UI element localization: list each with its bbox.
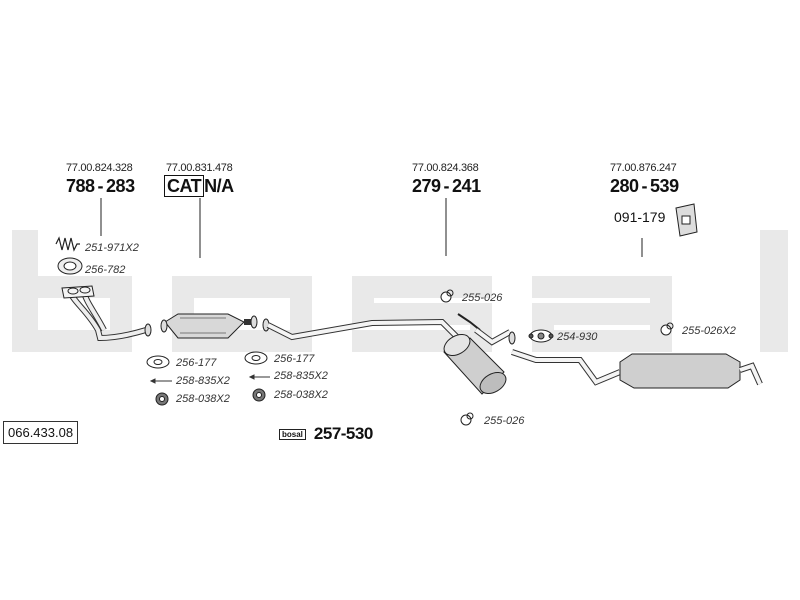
fitting-nut-a-label[interactable]: 258-038X2 <box>176 393 230 405</box>
cat-label: CAT <box>164 175 205 197</box>
fitting-clamp-label[interactable]: 254-930 <box>557 331 598 343</box>
fitting-spring-label[interactable]: 251-971X2 <box>85 242 139 254</box>
fitting-hanger-c-label[interactable]: 255-026X2 <box>682 325 736 337</box>
part-number-dash: - <box>641 176 648 196</box>
oem-ref-cat: 77.00.831.478 <box>166 162 233 174</box>
part-number-right: 241 <box>452 176 481 196</box>
catalog-number: 066.433.08 <box>3 421 79 444</box>
part-number-left: 279 <box>412 176 441 196</box>
fitting-bolt-a-label[interactable]: 258-835X2 <box>176 375 230 387</box>
part-number-right: 539 <box>650 176 679 196</box>
fitting-nut-b-label[interactable]: 258-038X2 <box>274 389 328 401</box>
part-number-left: 280 <box>610 176 639 196</box>
oem-ref-middle: 77.00.824.368 <box>412 162 479 174</box>
kit-part-number: 257-530 <box>313 424 373 443</box>
part-number-left: 788 <box>66 176 95 196</box>
part-number-front-pipe[interactable]: 788-283 <box>66 176 135 197</box>
part-number-rear-bracket[interactable]: 091-179 <box>614 209 666 225</box>
part-number-dash: - <box>443 176 450 196</box>
fitting-hanger-b-label[interactable]: 255-026 <box>484 415 525 427</box>
bosal-logo-small: bosal <box>279 428 306 440</box>
fitting-hanger-a-label[interactable]: 255-026 <box>462 292 503 304</box>
oem-ref-rear: 77.00.876.247 <box>610 162 677 174</box>
oem-ref-front-pipe: 77.00.824.328 <box>66 162 133 174</box>
part-number-dash: - <box>97 176 104 196</box>
part-number-middle[interactable]: 279-241 <box>412 176 481 197</box>
part-number-rear[interactable]: 280-539 <box>610 176 679 197</box>
kit-part[interactable]: bosal 257-530 <box>279 424 373 444</box>
fitting-gasket-a-label[interactable]: 256-177 <box>176 357 217 369</box>
part-number-right: 283 <box>106 176 135 196</box>
fitting-bolt-b-label[interactable]: 258-835X2 <box>274 370 328 382</box>
cat-na-label: N/A <box>204 176 234 196</box>
fitting-ring-label[interactable]: 256-782 <box>85 264 126 276</box>
fitting-gasket-b-label[interactable]: 256-177 <box>274 353 315 365</box>
